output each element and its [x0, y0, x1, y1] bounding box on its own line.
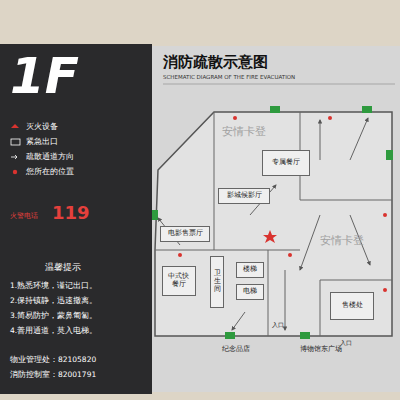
legend-text: 疏散通道方向: [26, 152, 74, 161]
subtitle: SCHEMATIC DIAGRAM OF THE FIRE EVACUATION: [163, 74, 295, 80]
exit-signs: [152, 106, 393, 339]
legend-text: 紧急出口: [26, 137, 58, 146]
map-panel: [152, 46, 400, 392]
tip: 2.保持镇静，迅速撤离。: [10, 297, 97, 306]
area-label: 博物馆东广场: [300, 346, 342, 353]
area-label: 纪念品店: [222, 346, 250, 353]
room-name: 影城候影厅: [227, 192, 262, 200]
room-box: 卫生间: [210, 256, 224, 308]
entrance-label: 入口: [272, 322, 284, 329]
fire-phone-number: 119: [52, 203, 90, 224]
room-name: 楼梯: [243, 266, 257, 274]
room-name: 售楼处: [342, 302, 363, 310]
dark-panel: [0, 44, 152, 394]
room-box: 影城候影厅: [218, 188, 270, 204]
tips-heading: 温馨提示: [45, 262, 81, 272]
contact-phone: 消防控制室：82001791: [10, 371, 96, 380]
contact-phone: 物业管理处：82105820: [10, 356, 96, 365]
watermark: 安情卡登: [320, 235, 364, 248]
fire-phone-label: 火警电话: [10, 212, 38, 220]
room-box: 楼梯: [236, 262, 264, 278]
room-name: 卫生间: [214, 270, 221, 293]
building-outline: [155, 112, 392, 336]
room-name: 中式快餐厅: [168, 273, 190, 288]
room-name: 专属餐厅: [272, 159, 300, 167]
you-are-here: [263, 230, 277, 243]
room-box: 专属餐厅: [262, 150, 310, 176]
watermark: 安情卡登: [222, 126, 266, 139]
tip: 4.善用通道，莫入电梯。: [10, 327, 97, 336]
tip: 3.简易防护，蒙鼻匍匐。: [10, 312, 97, 321]
legend-text: 灭火设备: [26, 122, 58, 131]
room-box: 电影售票厅: [160, 226, 210, 242]
room-box: 中式快餐厅: [162, 266, 196, 296]
room-name: 电影售票厅: [168, 230, 203, 238]
map-title: 消防疏散示意图: [163, 54, 268, 71]
legend-text: 您所在的位置: [26, 167, 74, 176]
tip: 1.熟悉环境，谨记出口。: [10, 282, 97, 291]
room-box: 电梯: [236, 284, 264, 300]
floor-number: 1F: [10, 48, 79, 106]
room-box: 售楼处: [330, 292, 374, 320]
room-name: 电梯: [243, 288, 257, 296]
legend-icons: [11, 124, 20, 174]
